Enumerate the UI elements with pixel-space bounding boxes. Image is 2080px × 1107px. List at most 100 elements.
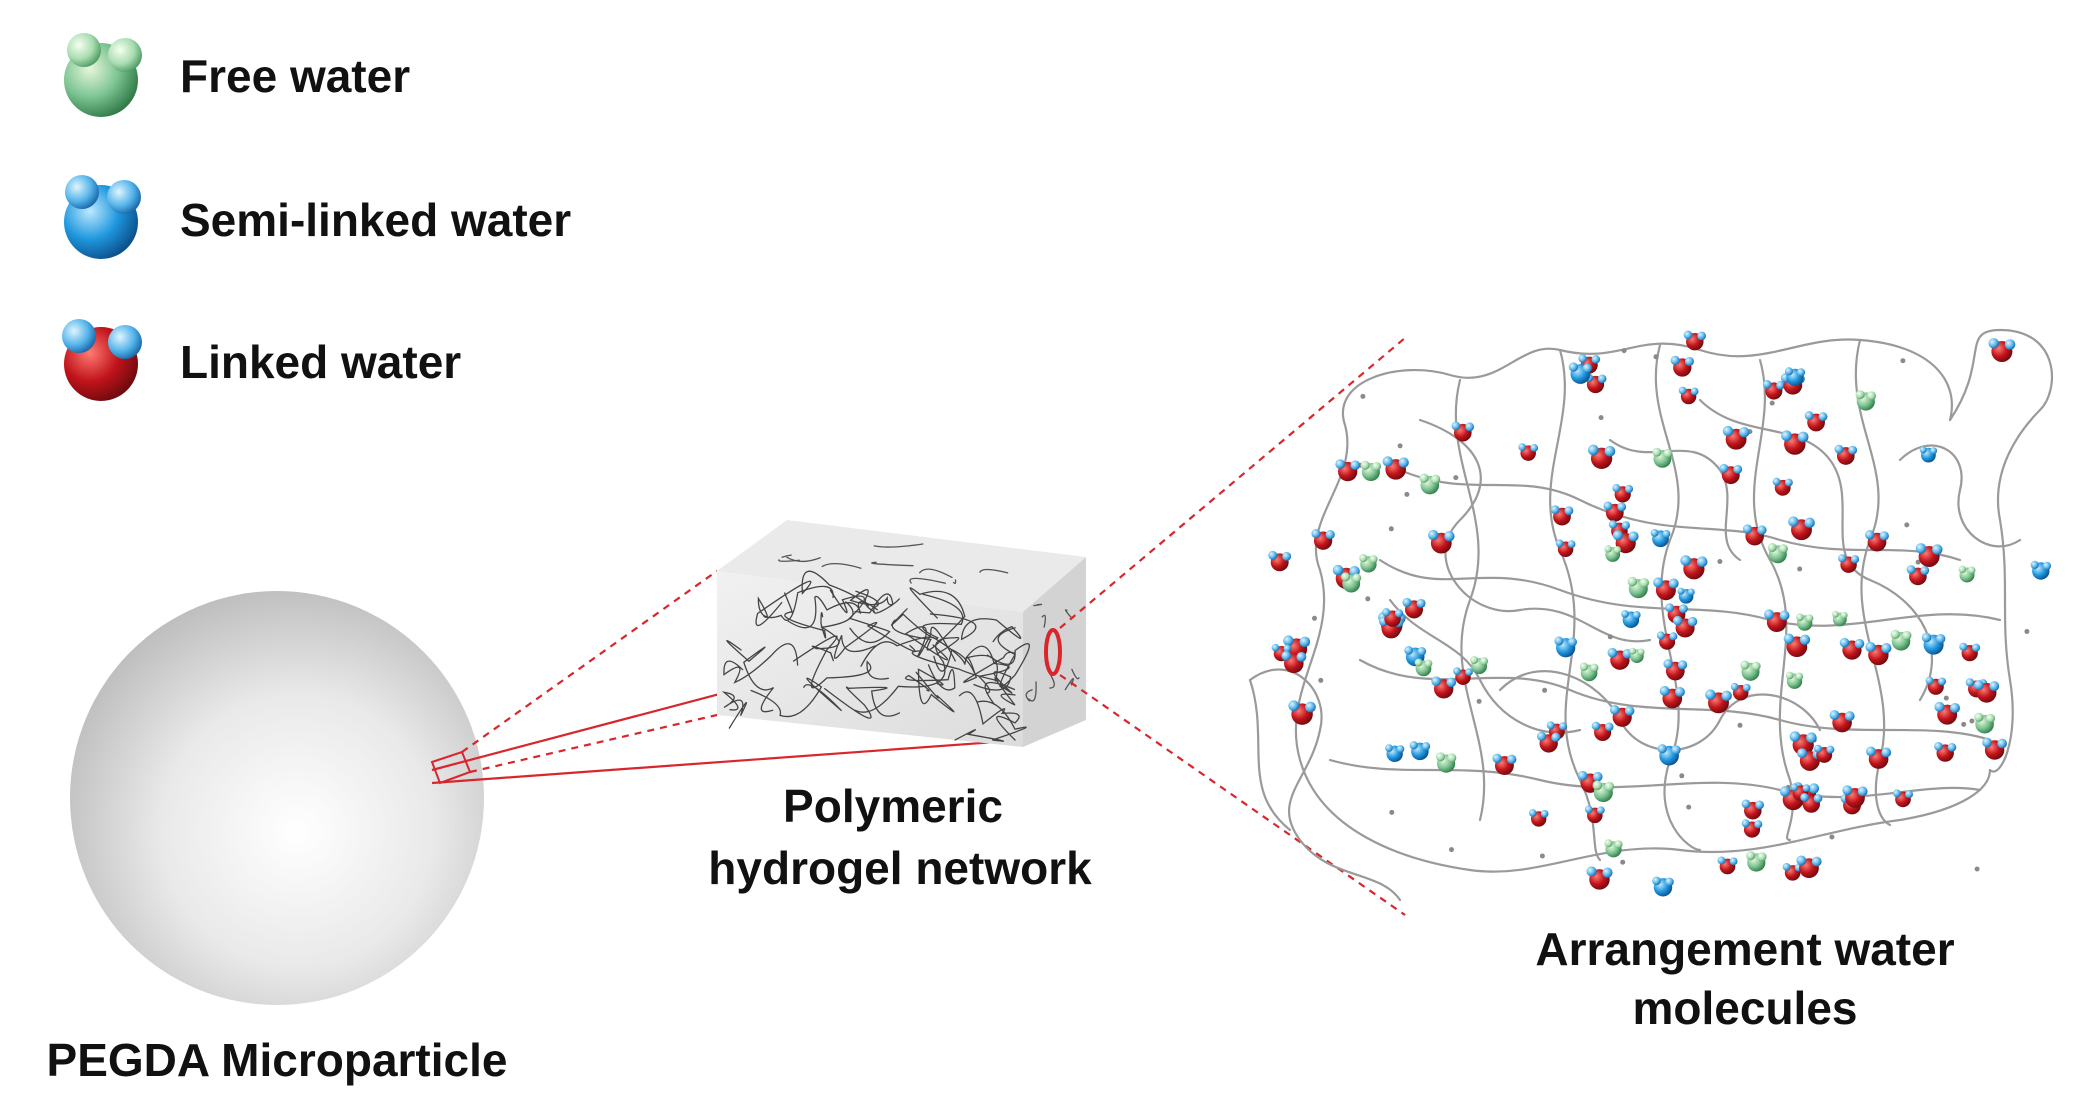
polymer-chain [833, 621, 916, 659]
polymer-chain [755, 570, 870, 627]
legend-item-linked: Linked water [62, 319, 461, 401]
polymer-chain [890, 593, 964, 640]
network-water-molecules [1268, 330, 2052, 897]
polymer-chain [909, 577, 946, 584]
crosslink-node [1974, 866, 1980, 872]
crosslink-node [1829, 834, 1835, 840]
free-water-molecule [1435, 752, 1457, 773]
block-front-face [717, 571, 1023, 747]
block-polymer-chains [721, 543, 1080, 742]
free-water-molecule [1652, 447, 1673, 468]
linked-water-molecule [1451, 421, 1475, 442]
linked-water-molecule [1607, 647, 1633, 670]
legend-label-semi: Semi-linked water [180, 194, 571, 246]
free-water-molecule [1629, 647, 1645, 664]
linked-water-molecule [1584, 805, 1605, 824]
block-top-face [717, 520, 1086, 612]
free-water-molecule [1604, 545, 1622, 562]
crosslink-node [1389, 809, 1395, 815]
crosslink-node [2024, 629, 2030, 634]
crosslink-node [1476, 698, 1482, 704]
polymer-chain [1388, 598, 1582, 734]
polymer-chain [860, 636, 976, 675]
linked-water-molecule [1772, 477, 1793, 496]
semi-water-molecule [1650, 528, 1671, 548]
polymer-chain [1064, 609, 1072, 619]
linked-water-molecule [1788, 516, 1815, 541]
free-water-molecule [1785, 671, 1804, 689]
crosslink-node [1312, 615, 1317, 621]
semi-water-molecule [1657, 744, 1681, 766]
semi-water-molecule [1677, 587, 1695, 604]
polymer-chain [781, 554, 792, 558]
linked-water-molecule [1653, 577, 1679, 601]
linked-water-molecule [1428, 529, 1455, 554]
polymer-chain [1398, 468, 1962, 562]
free-water-molecule [1974, 712, 1996, 734]
legend-label-linked: Linked water [180, 336, 461, 388]
free-water-molecule [1890, 629, 1912, 651]
free-water-molecule [1359, 554, 1378, 573]
linked-water-molecule [1586, 866, 1613, 890]
linked-water-molecule [1973, 680, 2000, 703]
linked-water-molecule [1705, 689, 1732, 714]
crosslink-node [1542, 687, 1548, 693]
pegda-microparticle [70, 591, 484, 1005]
linked-water-molecule [1591, 721, 1614, 742]
polymer-chain [979, 568, 1009, 574]
free-water-molecule [1360, 460, 1382, 482]
linked-water-molecule [1781, 430, 1809, 455]
polymer-chain [1033, 603, 1043, 607]
linked-water-molecule [1402, 597, 1426, 619]
linked-water-molecule [1934, 741, 1957, 762]
linked-water-molecule [1782, 862, 1803, 881]
linked-water-molecule [1609, 705, 1635, 727]
legend-item-free: Free water [64, 33, 410, 117]
polymer-chain [952, 579, 957, 584]
water-arrangement-network [1248, 328, 2054, 902]
linked-water-molecule [1683, 330, 1706, 351]
legend: Free water Semi-linked water Linked wate… [62, 33, 571, 401]
linked-water-molecule [1717, 856, 1738, 875]
polymer-chain [929, 613, 1022, 643]
polymer-chain [726, 640, 775, 713]
polymer-chain [778, 559, 800, 562]
legend-label-free: Free water [180, 50, 410, 102]
zoom-highlight-ring [1044, 628, 1062, 676]
linked-water-molecule [1866, 746, 1892, 769]
polymer-chain [1049, 674, 1055, 689]
crosslink-node [1961, 721, 1967, 727]
polymer-chain [973, 671, 1016, 704]
linked-water-molecule [1915, 543, 1943, 568]
polymer-chain [905, 664, 956, 692]
crosslink-node [1943, 695, 1949, 701]
linked-water-molecule [1865, 641, 1892, 666]
semi-water-molecule [1784, 367, 1806, 386]
linked-water-molecule [1663, 659, 1688, 681]
label-arrangement-line1: Arrangement water [1535, 923, 1954, 975]
linked-water-molecule [1988, 338, 2016, 363]
polymer-chain [1698, 398, 1934, 702]
linked-water-molecule [1536, 731, 1561, 753]
semi-linked-water-icon [64, 175, 141, 259]
linked-water-molecule [1742, 524, 1767, 546]
crosslink-node [1653, 354, 1659, 360]
free-water-molecule [1341, 572, 1362, 593]
linked-water-molecule [1906, 565, 1930, 586]
free-water-molecule [1796, 613, 1814, 631]
linked-water-molecule [1925, 676, 1947, 695]
linked-water-molecule [1612, 530, 1639, 554]
crosslink-node [1449, 847, 1454, 853]
crosslink-node [1621, 348, 1627, 354]
polymer-chain [750, 677, 843, 718]
linked-water-molecule [1268, 550, 1292, 572]
linked-water-molecule [1796, 855, 1822, 878]
polymer-chain [792, 635, 889, 689]
polymer-chain [721, 691, 748, 729]
polymer-chain [958, 691, 1020, 741]
linked-water-molecule [1834, 444, 1858, 465]
label-arrangement-line2: molecules [1633, 982, 1858, 1034]
polymer-chain [1041, 614, 1047, 628]
polymer-chain [933, 648, 1016, 683]
crosslink-node [1453, 475, 1459, 481]
